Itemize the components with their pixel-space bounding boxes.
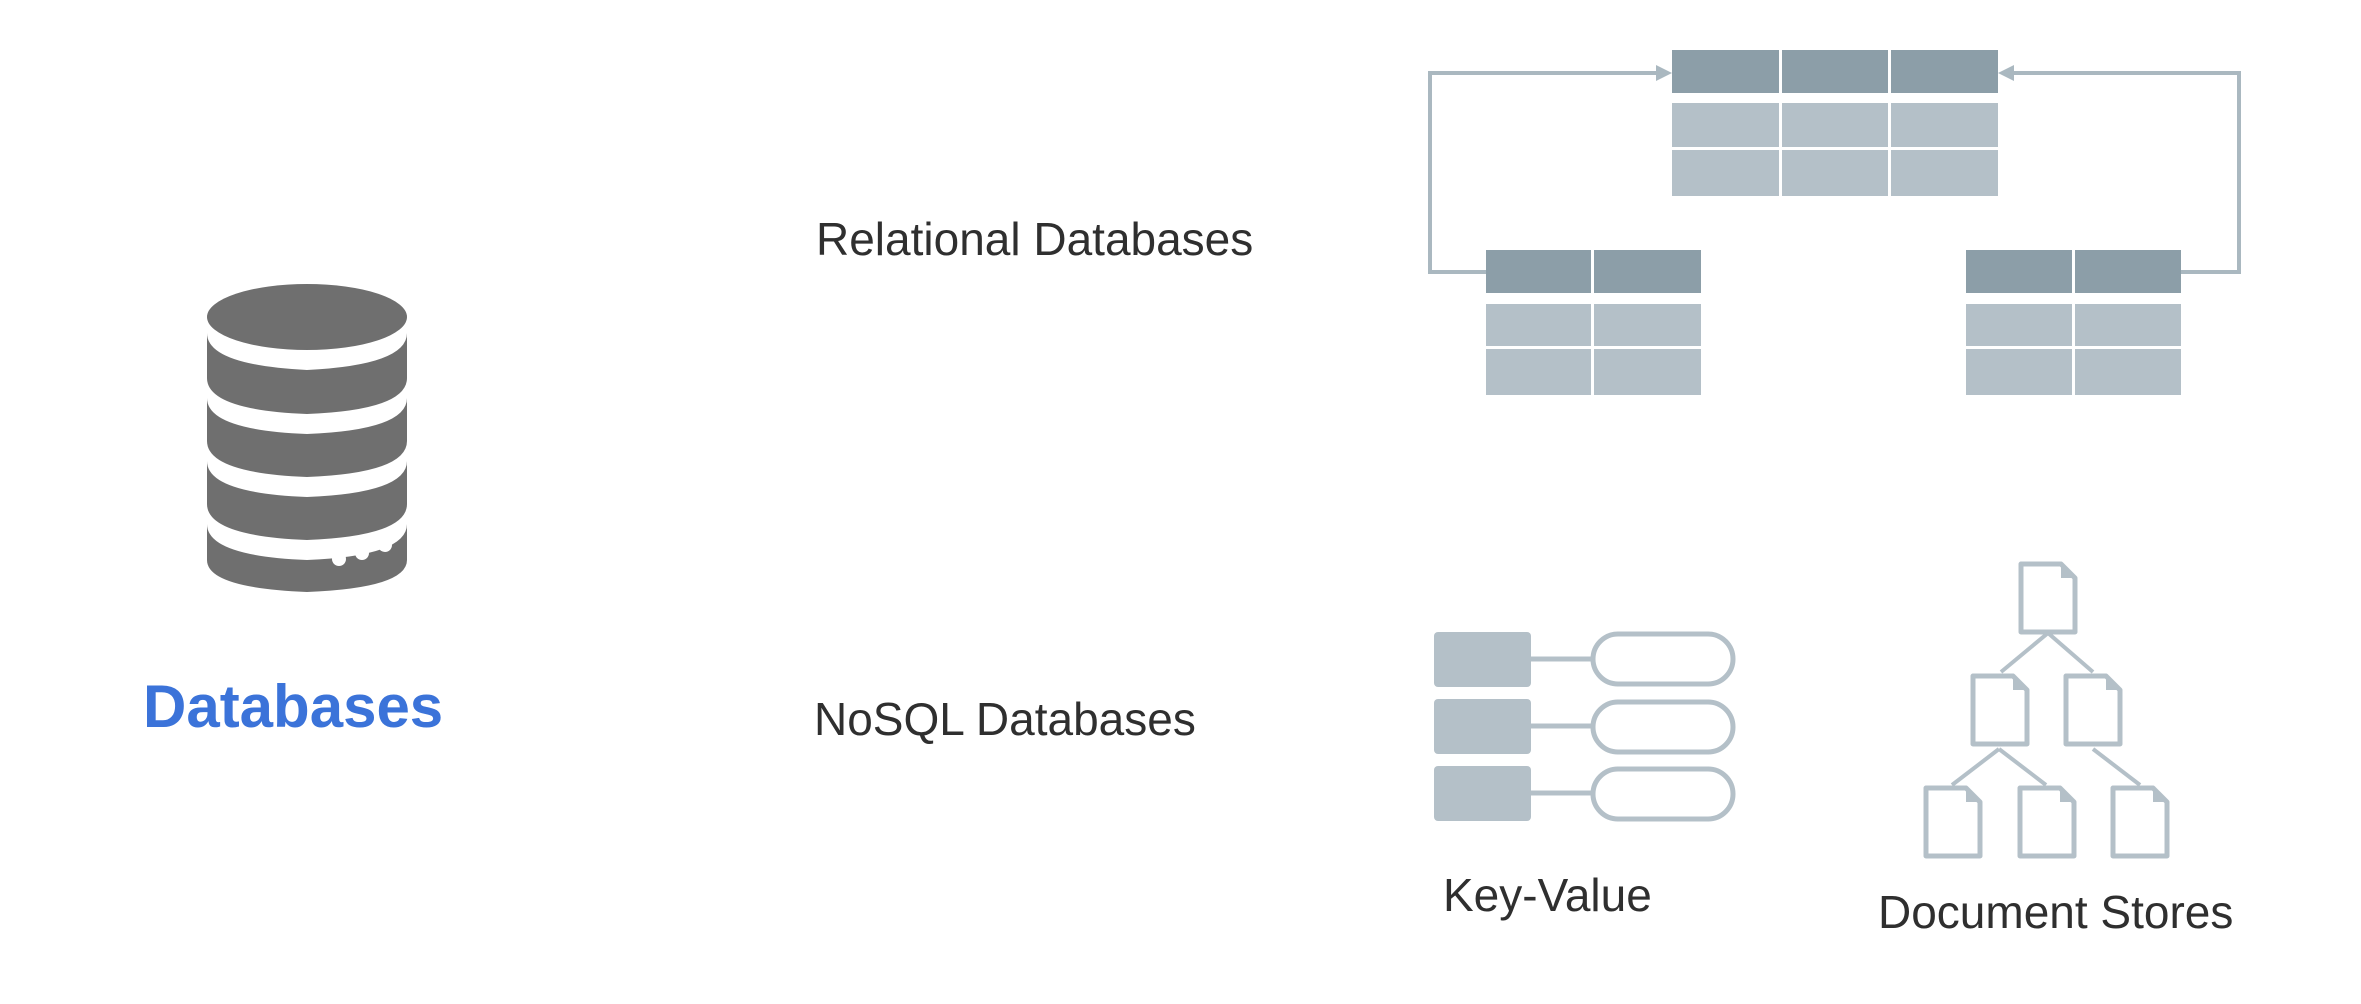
document-stores-label: Document Stores (1878, 886, 2234, 938)
databases-title: Databases (143, 673, 444, 740)
nosql-databases-label: NoSQL Databases (814, 693, 1196, 745)
key-value-label: Key-Value (1443, 869, 1652, 921)
relational-databases-label: Relational Databases (816, 213, 1254, 265)
